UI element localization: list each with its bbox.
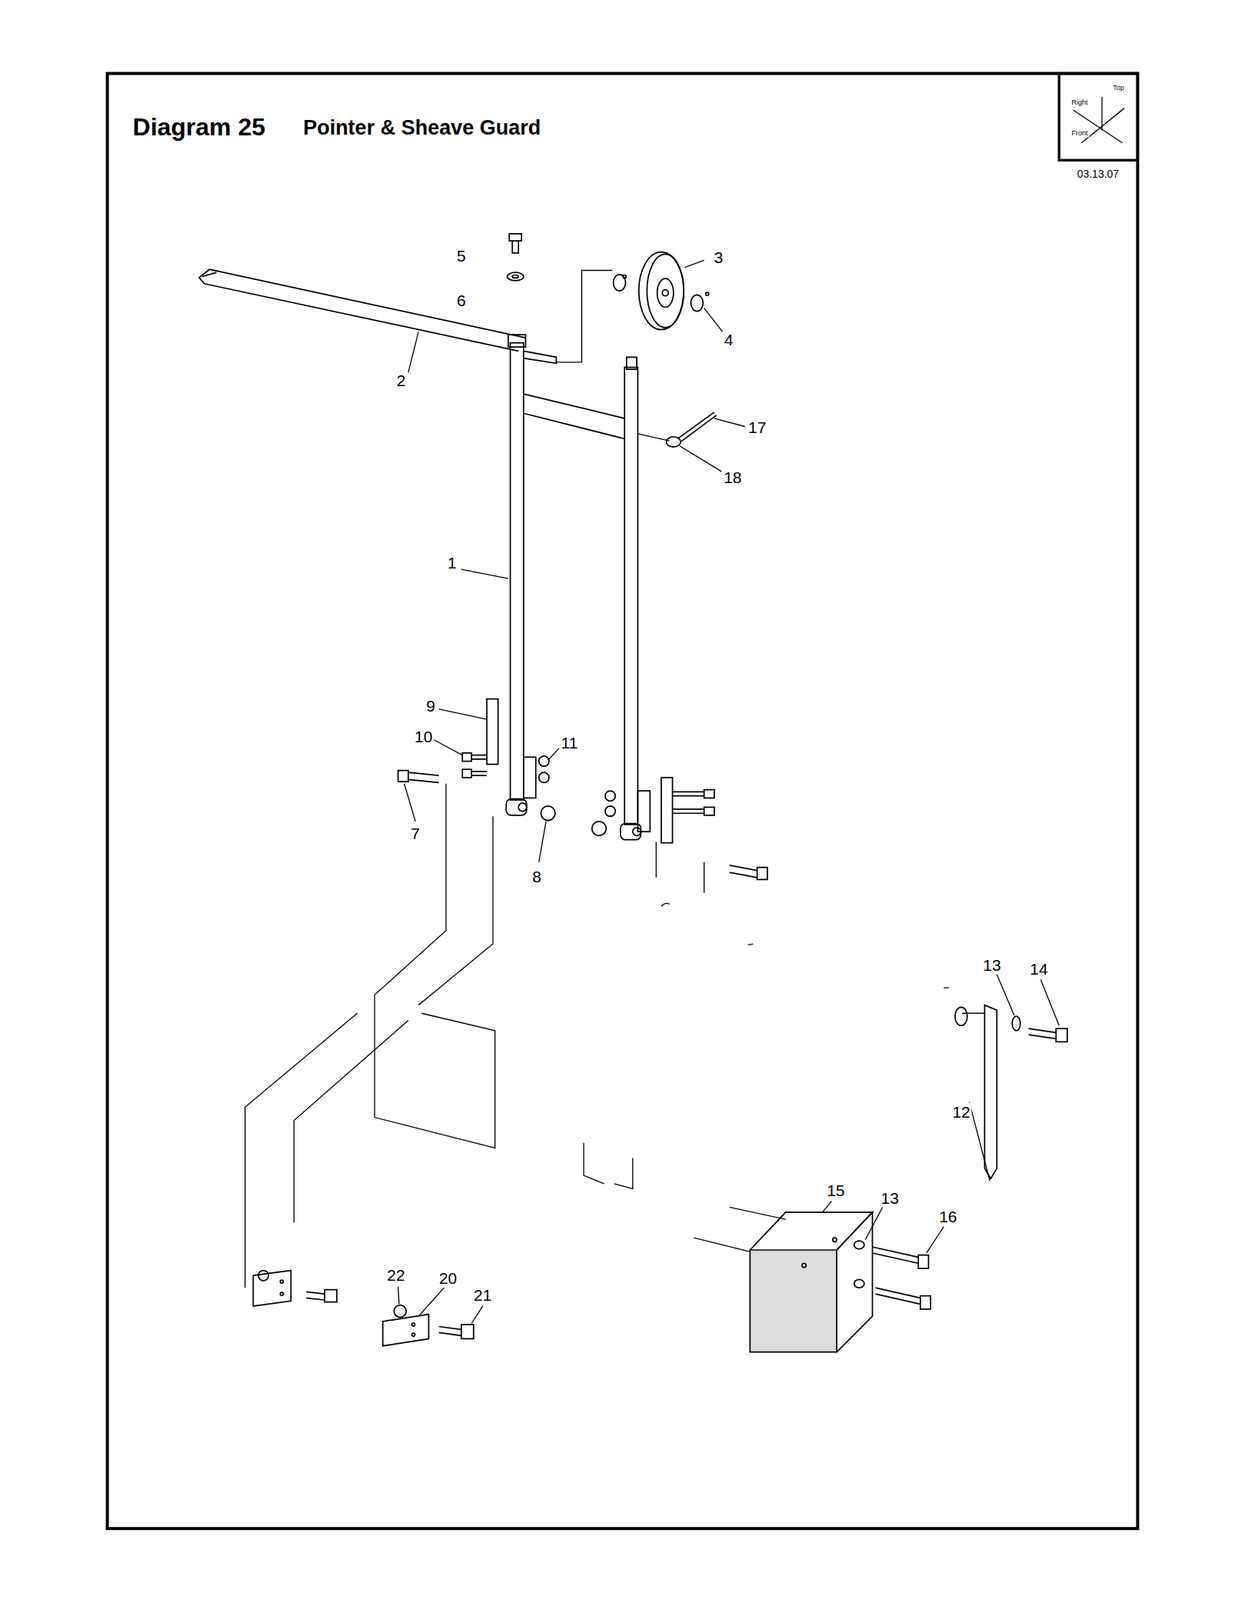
callout-number: 7	[409, 823, 422, 842]
callout-number: 11	[559, 732, 580, 751]
callout-number: 5	[455, 246, 468, 264]
guard-tube	[505, 334, 536, 816]
callout-number: 14	[1028, 959, 1049, 978]
axis-label: Top	[1111, 83, 1126, 93]
callout-number: 16	[937, 1206, 959, 1225]
callout-number: 21	[472, 1284, 493, 1303]
callout-number: 15	[825, 1181, 846, 1199]
callout-number: 10	[412, 726, 434, 745]
bracket-plate	[382, 1304, 474, 1346]
callout-number: 20	[437, 1268, 459, 1287]
sheave-guard-outline	[245, 783, 949, 1288]
hardware	[398, 699, 556, 821]
callout-number: 1	[446, 553, 459, 572]
cable-tie	[666, 412, 717, 447]
callout-number: 4	[722, 329, 736, 348]
guard-tube	[620, 356, 650, 839]
diagram-title: Diagram 25	[133, 114, 267, 140]
cross-bar	[523, 393, 625, 439]
sheave-wheel	[613, 252, 710, 330]
bracket-plate	[252, 1270, 337, 1306]
callout-number: 8	[530, 866, 543, 885]
axis-label: Front	[1070, 128, 1090, 137]
pointer-rod	[199, 269, 556, 363]
callout-number: 13	[981, 955, 1002, 974]
page-border	[107, 73, 1139, 1529]
revision-date: 03.13.07	[1075, 167, 1122, 180]
leader-line	[637, 433, 670, 441]
hardware	[592, 777, 768, 880]
pointer-plate	[955, 1005, 1068, 1179]
axis-box	[1058, 73, 1138, 161]
callout-number: 13	[878, 1188, 900, 1206]
callout-number: 18	[722, 467, 743, 486]
callout-number: 22	[385, 1265, 407, 1284]
bolt-washer	[507, 233, 524, 281]
callout-number: 17	[746, 417, 768, 436]
diagram-subtitle: Pointer & Sheave Guard	[302, 117, 541, 139]
callout-number: 2	[395, 370, 408, 389]
leader-lines	[398, 259, 1060, 1323]
callout-number: 3	[712, 248, 725, 267]
leader-line	[555, 270, 613, 363]
callout-number: 12	[950, 1102, 972, 1121]
axis-label: Right	[1070, 97, 1090, 107]
callout-number: 6	[455, 291, 468, 310]
guard-box	[693, 1206, 931, 1352]
callout-number: 9	[424, 695, 437, 714]
